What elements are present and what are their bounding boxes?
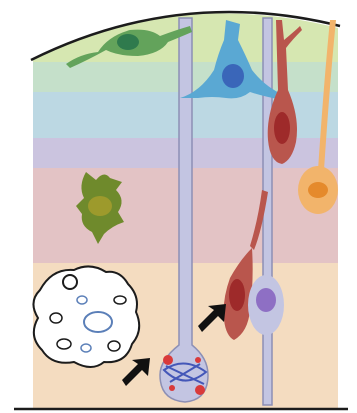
purple-cell-nucleus <box>256 288 276 312</box>
centrosome-top <box>163 355 173 365</box>
orange-cell-nucleus <box>308 182 328 198</box>
chromosome-marker-2 <box>195 357 201 363</box>
chromosome-marker-1 <box>169 385 175 391</box>
blue-cell-nucleus <box>222 64 244 88</box>
apoptotic-debris <box>33 266 139 367</box>
debris-nucleus-fragment <box>84 312 112 332</box>
red-neuron-upper-nucleus <box>274 112 290 144</box>
purple-cell <box>248 275 284 335</box>
debris-vesicle-1 <box>63 275 77 289</box>
centrosome-bottom <box>195 385 205 395</box>
olive-cell-nucleus <box>88 196 112 216</box>
green-cell-nucleus <box>117 34 139 50</box>
red-neuron-lower-nucleus <box>229 279 245 311</box>
